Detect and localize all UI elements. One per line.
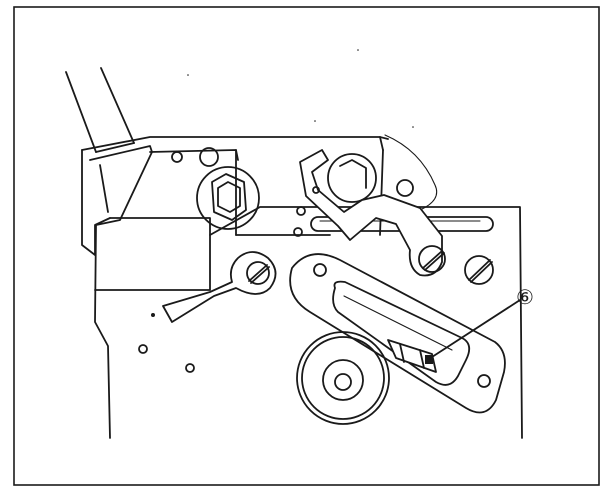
right-screw bbox=[464, 255, 494, 285]
hole bbox=[199, 147, 219, 167]
hex-bolt-right bbox=[327, 153, 377, 203]
speck-marks bbox=[187, 49, 414, 128]
hole bbox=[293, 227, 303, 237]
slider-block bbox=[387, 339, 437, 373]
hole bbox=[185, 363, 195, 373]
hole bbox=[138, 344, 148, 354]
hole bbox=[171, 151, 183, 163]
screw-head bbox=[246, 261, 270, 285]
rod-assembly bbox=[65, 67, 135, 153]
slotted-plate bbox=[289, 253, 506, 414]
roller bbox=[296, 331, 390, 425]
callout-label-6: ⑥ bbox=[516, 285, 534, 309]
top-plate bbox=[81, 134, 438, 256]
upper-lever bbox=[299, 149, 446, 277]
hole bbox=[396, 179, 414, 197]
figure-border bbox=[13, 6, 600, 486]
hex-bolt bbox=[196, 166, 260, 230]
dot bbox=[151, 313, 155, 317]
screw-head bbox=[418, 245, 446, 273]
cam-lever bbox=[162, 251, 277, 323]
callout-leader bbox=[431, 299, 521, 358]
hole bbox=[296, 206, 306, 216]
